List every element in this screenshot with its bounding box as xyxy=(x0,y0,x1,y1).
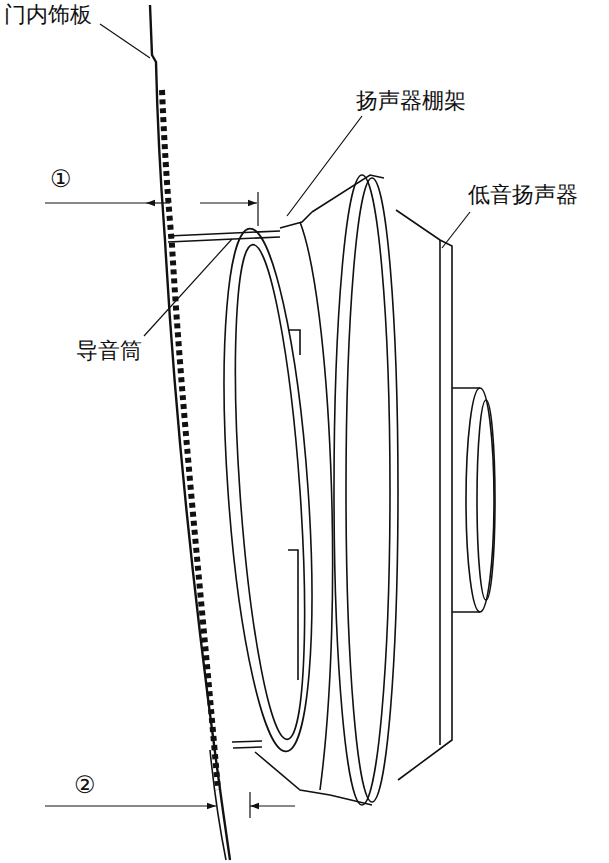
speaker-shelf-ring xyxy=(223,243,317,742)
leader-line xyxy=(144,239,232,336)
extension-line xyxy=(257,192,258,226)
extension-line xyxy=(249,792,250,818)
part-label: 扬声器棚架 xyxy=(356,88,466,113)
leader-line xyxy=(100,24,150,58)
dimension-line xyxy=(200,202,257,203)
callout-number: ① xyxy=(50,166,72,194)
speaker-shelf-body xyxy=(300,222,333,790)
part-label: 低音扬声器 xyxy=(468,182,578,207)
woofer-basket xyxy=(439,240,441,745)
woofer-basket xyxy=(396,210,452,780)
trim-panel-edge xyxy=(210,750,226,860)
dimension-line xyxy=(45,202,146,203)
woofer-flange xyxy=(312,175,384,805)
callout-number: ② xyxy=(74,772,96,800)
part-label: 导音筒 xyxy=(76,338,142,363)
speaker-shelf-ring xyxy=(210,226,326,754)
illustration-group xyxy=(45,5,495,860)
trim-panel-ribs xyxy=(162,90,218,790)
door-trim-panel xyxy=(150,5,230,860)
dimension-line xyxy=(250,805,295,806)
woofer-magnet xyxy=(466,388,494,612)
part-label: 门内饰板 xyxy=(4,2,92,27)
sound-guide-tube xyxy=(232,741,262,748)
woofer-flange xyxy=(334,175,390,805)
speaker-shelf-body xyxy=(255,212,330,795)
woofer-flange xyxy=(346,178,398,802)
leader-line xyxy=(442,212,470,248)
woofer-magnet xyxy=(477,400,495,600)
speaker-shelf-step xyxy=(288,330,300,680)
dimension-line xyxy=(45,805,216,806)
dimension-line xyxy=(146,202,170,203)
leader-line xyxy=(287,116,362,216)
